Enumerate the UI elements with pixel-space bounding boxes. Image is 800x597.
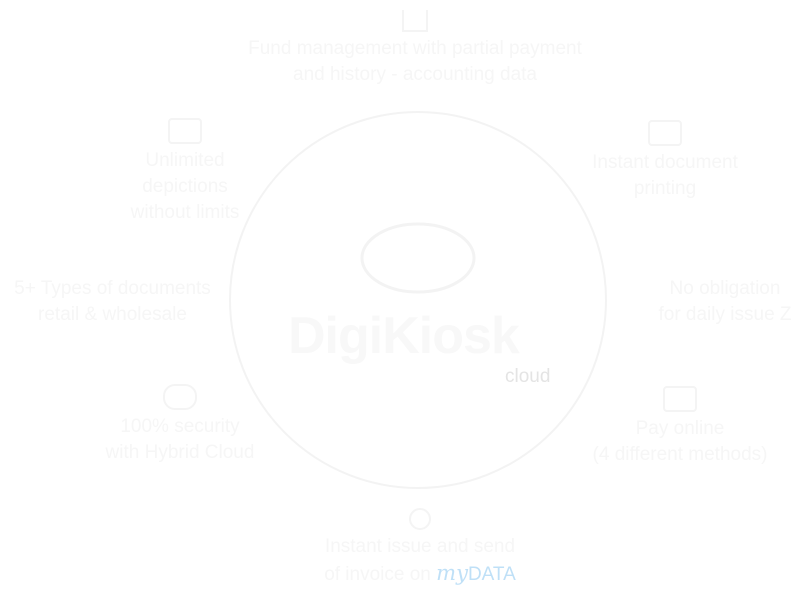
feature-unlimited: Unlimited depictions without limits	[95, 118, 275, 226]
document-icon	[168, 118, 202, 144]
feature-fund-management: Fund management with partial payment and…	[200, 10, 630, 88]
feature-pay-online: Pay online (4 different methods)	[560, 386, 800, 468]
cloud-label: cloud	[505, 366, 551, 387]
digikiosk-logo: DigiKiosk	[288, 307, 520, 365]
feature-printing: Instant document printing	[565, 120, 765, 202]
feature-security: 100% security with Hybrid Cloud	[80, 384, 280, 466]
feature-document-types: 5+ Types of documents retail & wholesale	[14, 278, 211, 325]
credit-card-icon	[663, 386, 697, 412]
bar-chart-icon	[402, 10, 428, 32]
mydata-logo: myDATA	[436, 561, 516, 585]
printer-icon	[648, 120, 682, 146]
feature-mydata: Instant issue and send of invoice on myD…	[290, 508, 550, 588]
cloud-logo-icon	[360, 222, 476, 294]
feature-no-obligation: No obligation for daily issue Z	[658, 278, 792, 325]
cloud-icon	[163, 384, 197, 410]
refresh-icon	[409, 508, 431, 530]
